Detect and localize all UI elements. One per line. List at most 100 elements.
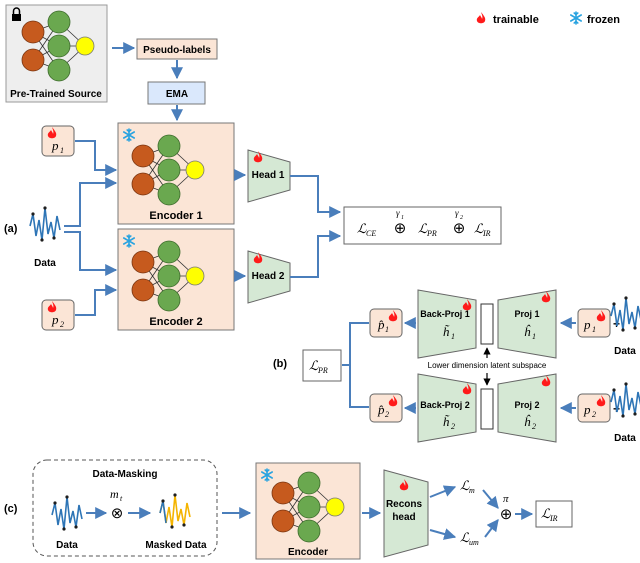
data-signal-a: Data bbox=[29, 205, 61, 269]
prompt-p2-b: p 2 bbox=[577, 393, 611, 423]
pseudo-labels-label: Pseudo-labels bbox=[143, 45, 211, 56]
prompt-p2: p 2 bbox=[41, 299, 75, 331]
svg-text:1: 1 bbox=[60, 146, 64, 155]
svg-text:1: 1 bbox=[451, 332, 455, 341]
svg-text:1: 1 bbox=[401, 215, 404, 221]
svg-text:ℒ: ℒ bbox=[474, 221, 484, 236]
svg-text:Masked Data: Masked Data bbox=[145, 540, 207, 551]
pretrained-source: Pre-Trained Source bbox=[5, 4, 108, 103]
legend-trainable: trainable bbox=[493, 14, 539, 26]
svg-text:p: p bbox=[583, 402, 591, 417]
svg-text:γ: γ bbox=[455, 208, 459, 218]
ema-box bbox=[147, 81, 206, 105]
data-label-b1: Data bbox=[614, 346, 636, 357]
proj-1: Proj 1 ĥ 1 bbox=[497, 289, 557, 359]
latent-bar-1 bbox=[480, 303, 494, 345]
svg-text:PR: PR bbox=[317, 366, 328, 375]
svg-text:Proj 1: Proj 1 bbox=[514, 309, 539, 319]
total-loss-box: ℒ CE ⊕ γ 1 ℒ PR ⊕ γ 2 ℒ IR bbox=[343, 206, 502, 245]
svg-text:2: 2 bbox=[532, 422, 536, 431]
snowflake-icon bbox=[569, 11, 583, 25]
p-hat-1: p̂ 1 bbox=[369, 308, 403, 338]
svg-text:⊕: ⊕ bbox=[394, 220, 407, 237]
svg-text:Encoder: Encoder bbox=[288, 547, 328, 558]
loss-ir-box: ℒ IR bbox=[535, 500, 573, 528]
svg-text:m: m bbox=[469, 486, 475, 495]
svg-text:ℒ: ℒ bbox=[541, 506, 551, 521]
svg-text:2: 2 bbox=[592, 410, 596, 419]
svg-text:2: 2 bbox=[385, 410, 389, 419]
svg-text:2: 2 bbox=[60, 320, 64, 329]
lpr-box: ℒ PR bbox=[302, 349, 342, 382]
proj-2: Proj 2 ĥ 2 bbox=[497, 373, 557, 443]
latent-subspace-label: Lower dimension latent subspace bbox=[428, 361, 547, 370]
svg-text:h̃: h̃ bbox=[443, 414, 450, 429]
legend: trainable frozen bbox=[476, 11, 620, 26]
svg-text:Back-Proj 2: Back-Proj 2 bbox=[420, 400, 470, 410]
svg-text:h̃: h̃ bbox=[443, 324, 450, 339]
prompt-p1-b: p 1 bbox=[577, 308, 611, 338]
svg-text:t: t bbox=[120, 494, 123, 503]
latent-bar-2 bbox=[480, 388, 494, 430]
prompt-p1: p 1 bbox=[41, 125, 75, 157]
p-hat-2: p̂ 2 bbox=[369, 393, 403, 423]
svg-text:p̂: p̂ bbox=[377, 317, 385, 332]
svg-text:p: p bbox=[51, 312, 59, 327]
panel-c-label: (c) bbox=[4, 503, 18, 515]
svg-text:ℒ: ℒ bbox=[460, 478, 470, 493]
encoder-1: Encoder 1 bbox=[117, 122, 235, 225]
data-masking-box: Data-Masking Data ⊗ m t Masked Data bbox=[32, 459, 218, 557]
pseudo-labels-box bbox=[136, 38, 218, 60]
svg-text:1: 1 bbox=[592, 325, 596, 334]
svg-text:Proj 2: Proj 2 bbox=[514, 400, 539, 410]
loss-um: ℒ um bbox=[460, 530, 479, 547]
encoder-c: Encoder bbox=[255, 462, 361, 560]
masked-data-signal bbox=[159, 493, 191, 529]
back-proj-1: Back-Proj 1 h̃ 1 bbox=[417, 289, 477, 359]
svg-text:ℒ: ℒ bbox=[418, 221, 428, 236]
svg-text:IR: IR bbox=[482, 229, 491, 238]
svg-text:PR: PR bbox=[426, 229, 437, 238]
svg-text:⊕: ⊕ bbox=[453, 220, 466, 237]
svg-text:Recons: Recons bbox=[386, 499, 423, 510]
pi-label: π bbox=[503, 493, 509, 505]
svg-text:2: 2 bbox=[460, 215, 463, 221]
flame-icon bbox=[476, 12, 486, 24]
legend-frozen: frozen bbox=[587, 14, 620, 26]
svg-text:head: head bbox=[392, 512, 415, 523]
svg-text:um: um bbox=[469, 538, 479, 547]
svg-text:Encoder 1: Encoder 1 bbox=[149, 210, 202, 222]
svg-text:p̂: p̂ bbox=[377, 402, 385, 417]
recons-head: Recons head bbox=[383, 469, 429, 558]
svg-text:Head 2: Head 2 bbox=[252, 271, 285, 282]
svg-text:ℒ: ℒ bbox=[357, 221, 367, 236]
svg-text:Data: Data bbox=[56, 540, 78, 551]
svg-text:γ: γ bbox=[396, 208, 400, 218]
lock-icon bbox=[12, 7, 21, 21]
svg-text:ℒ: ℒ bbox=[460, 530, 470, 545]
encoder-2: Encoder 2 bbox=[117, 228, 235, 331]
svg-text:m: m bbox=[110, 487, 119, 501]
svg-text:2: 2 bbox=[451, 422, 455, 431]
svg-text:ℒ: ℒ bbox=[309, 358, 319, 373]
data-label-b2: Data bbox=[614, 433, 636, 444]
oplus-c: ⊕ bbox=[500, 506, 513, 523]
svg-text:Head 1: Head 1 bbox=[252, 170, 285, 181]
back-proj-2: Back-Proj 2 h̃ 2 bbox=[417, 373, 477, 443]
svg-text:p: p bbox=[51, 138, 59, 153]
head-2: Head 2 bbox=[247, 250, 291, 304]
svg-text:1: 1 bbox=[532, 332, 536, 341]
svg-text:1: 1 bbox=[385, 325, 389, 334]
head-1: Head 1 bbox=[247, 149, 291, 203]
svg-text:IR: IR bbox=[549, 514, 558, 523]
ema-label: EMA bbox=[166, 89, 188, 100]
svg-text:Back-Proj 1: Back-Proj 1 bbox=[420, 309, 470, 319]
panel-a-label: (a) bbox=[4, 223, 18, 235]
source-label: Pre-Trained Source bbox=[10, 89, 102, 100]
svg-text:Data: Data bbox=[34, 258, 56, 269]
panel-b-label: (b) bbox=[273, 358, 287, 370]
svg-text:Encoder 2: Encoder 2 bbox=[149, 316, 202, 328]
svg-text:p: p bbox=[583, 317, 591, 332]
svg-text:CE: CE bbox=[366, 229, 376, 238]
